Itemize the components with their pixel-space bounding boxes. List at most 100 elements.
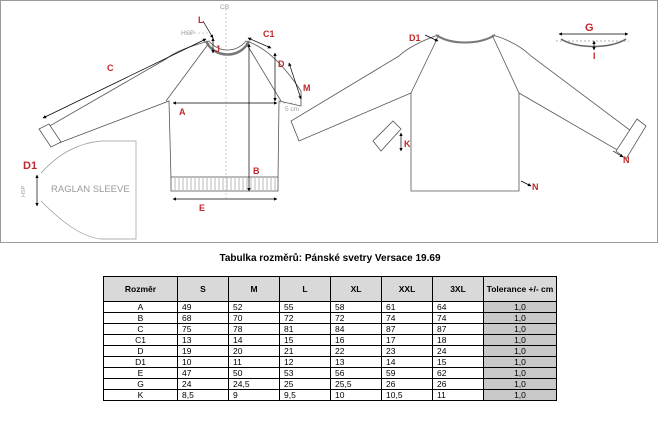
label-j: J	[215, 44, 220, 54]
cell-tolerance: 1,0	[483, 378, 557, 390]
label-a: A	[179, 107, 186, 117]
cell-m: 52	[228, 301, 280, 313]
label-l: L	[198, 15, 204, 25]
label-d1-raglan: D1	[23, 160, 37, 172]
cell-xxl: 59	[381, 367, 433, 379]
label-i: I	[593, 51, 596, 61]
front-guide-lines	[186, 9, 296, 201]
table-row: E 47 50 53 56 59 62 1,0	[103, 367, 557, 379]
cell-s: 49	[177, 301, 229, 313]
label-g: G	[585, 22, 594, 34]
table-row: G 24 24,5 25 25,5 26 26 1,0	[103, 378, 557, 390]
cell-xxl: 10,5	[381, 389, 433, 401]
cell-s: 75	[177, 323, 229, 335]
cell-3xl: 18	[432, 334, 484, 346]
cell-m: 9	[228, 389, 280, 401]
cell-s: 19	[177, 345, 229, 357]
table-row: A 49 52 55 58 61 64 1,0	[103, 301, 557, 313]
label-e: E	[199, 203, 205, 213]
cell-s: 10	[177, 356, 229, 368]
cell-xxl: 14	[381, 356, 433, 368]
size-table: Rozměr S M L XL XXL 3XL Tolerance +/- cm…	[103, 276, 557, 401]
table-row: D1 10 11 12 13 14 15 1,0	[103, 356, 557, 368]
table-row: B 68 70 72 72 74 74 1,0	[103, 312, 557, 324]
cell-3xl: 26	[432, 378, 484, 390]
label-d1-back: D1	[409, 33, 421, 43]
raglan-sleeve-detail	[35, 140, 137, 240]
cell-xxl: 26	[381, 378, 433, 390]
cell-tolerance: 1,0	[483, 389, 557, 401]
label-b: B	[253, 166, 260, 176]
label-hsp-raglan: HSP	[21, 185, 27, 197]
table-title: Tabulka rozměrů: Pánské svetry Versace 1…	[219, 253, 441, 264]
header-m: M	[228, 276, 280, 302]
cell-tolerance: 1,0	[483, 345, 557, 357]
cell-l: 25	[279, 378, 331, 390]
cell-xl: 58	[330, 301, 382, 313]
cell-m: 78	[228, 323, 280, 335]
cell-xxl: 17	[381, 334, 433, 346]
cell-m: 24,5	[228, 378, 280, 390]
cell-3xl: 74	[432, 312, 484, 324]
cell-3xl: 62	[432, 367, 484, 379]
cell-l: 9,5	[279, 389, 331, 401]
label-c: C	[107, 63, 114, 73]
cell-m: 50	[228, 367, 280, 379]
cell-l: 81	[279, 323, 331, 335]
cell-tolerance: 1,0	[483, 334, 557, 346]
table-row: C1 13 14 15 16 17 18 1,0	[103, 334, 557, 346]
technical-diagram: CB HSP L J C1 C D M 5 cm A B E D1 K N N …	[0, 0, 658, 243]
row-label: D1	[103, 356, 178, 368]
front-sweater-drawing	[38, 40, 302, 192]
cell-l: 55	[279, 301, 331, 313]
collar-detail	[556, 32, 629, 51]
cell-m: 11	[228, 356, 280, 368]
front-measure-lines	[42, 20, 302, 201]
cell-tolerance: 1,0	[483, 356, 557, 368]
header-tolerance: Tolerance +/- cm	[483, 276, 557, 302]
cell-s: 8,5	[177, 389, 229, 401]
header-l: L	[279, 276, 331, 302]
cell-xl: 56	[330, 367, 382, 379]
cell-m: 70	[228, 312, 280, 324]
label-n-sleeve: N	[623, 155, 630, 165]
cell-3xl: 24	[432, 345, 484, 357]
cell-m: 20	[228, 345, 280, 357]
header-xl: XL	[330, 276, 382, 302]
header-rozmer: Rozměr	[103, 276, 178, 302]
table-row: K 8,5 9 9,5 10 10,5 11 1,0	[103, 389, 557, 401]
label-cb: CB	[220, 4, 229, 11]
cell-l: 53	[279, 367, 331, 379]
cell-xxl: 87	[381, 323, 433, 335]
table-row: D 19 20 21 22 23 24 1,0	[103, 345, 557, 357]
row-label: K	[103, 389, 178, 401]
row-label: C1	[103, 334, 178, 346]
label-5cm: 5 cm	[285, 106, 299, 113]
cell-s: 68	[177, 312, 229, 324]
cell-3xl: 64	[432, 301, 484, 313]
header-3xl: 3XL	[432, 276, 484, 302]
row-label: G	[103, 378, 178, 390]
cell-s: 13	[177, 334, 229, 346]
table-row: C 75 78 81 84 87 87 1,0	[103, 323, 557, 335]
front-ribbing	[174, 178, 276, 190]
label-c1: C1	[263, 29, 275, 39]
cell-l: 15	[279, 334, 331, 346]
cell-tolerance: 1,0	[483, 301, 557, 313]
row-label: E	[103, 367, 178, 379]
row-label: B	[103, 312, 178, 324]
cell-xxl: 74	[381, 312, 433, 324]
label-k: K	[404, 139, 411, 149]
cell-s: 47	[177, 367, 229, 379]
cell-l: 12	[279, 356, 331, 368]
cell-xl: 22	[330, 345, 382, 357]
back-sweater-drawing	[290, 34, 647, 192]
cell-xl: 16	[330, 334, 382, 346]
header-xxl: XXL	[381, 276, 433, 302]
cell-l: 21	[279, 345, 331, 357]
cell-xl: 10	[330, 389, 382, 401]
cell-s: 24	[177, 378, 229, 390]
row-label: A	[103, 301, 178, 313]
label-n-hem: N	[532, 182, 539, 192]
cell-xxl: 23	[381, 345, 433, 357]
